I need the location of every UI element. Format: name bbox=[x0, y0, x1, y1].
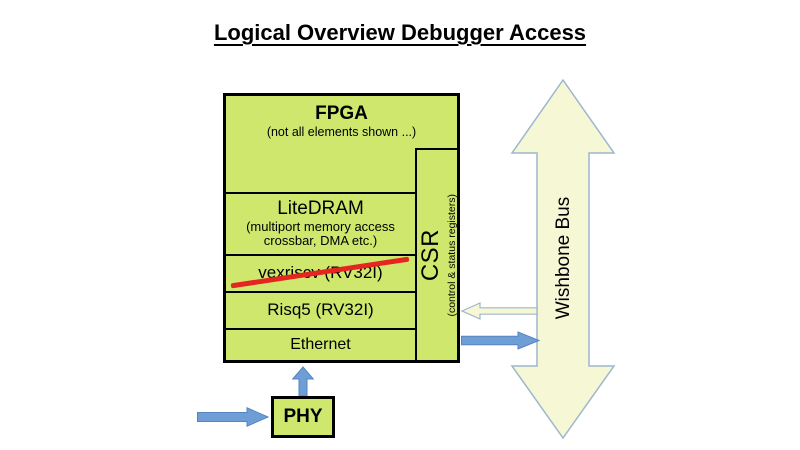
ethernet-label: Ethernet bbox=[290, 336, 351, 354]
litedram-label: LiteDRAM bbox=[277, 198, 364, 219]
wishbone-bus-arrow bbox=[510, 78, 616, 440]
wishbone-bus-label: Wishbone Bus bbox=[553, 196, 574, 320]
csr-label: CSR bbox=[416, 228, 444, 282]
slide-title: Logical Overview Debugger Access bbox=[213, 20, 587, 45]
fpga-header: FPGA (not all elements shown ...) bbox=[226, 103, 457, 139]
fpga-block: FPGA (not all elements shown ...) LiteDR… bbox=[223, 93, 460, 363]
litedram-sublabel: (multiport memory access crossbar, DMA e… bbox=[246, 218, 395, 249]
litedram-block: LiteDRAM (multiport memory access crossb… bbox=[226, 192, 415, 254]
csr-block: CSR (control & status registers) bbox=[415, 148, 458, 360]
risq5-label: Risq5 (RV32I) bbox=[267, 300, 374, 320]
csr-sublabel: (control & status registers) bbox=[445, 193, 458, 317]
csr-to-bus-arrow bbox=[461, 331, 540, 350]
ethernet-in-arrow bbox=[197, 407, 269, 427]
fpga-label: FPGA bbox=[315, 103, 368, 124]
ethernet-block: Ethernet bbox=[226, 328, 415, 360]
fpga-subtitle: (not all elements shown ...) bbox=[266, 124, 417, 139]
phy-to-ethernet-arrow bbox=[292, 366, 314, 396]
phy-label: PHY bbox=[283, 406, 323, 427]
phy-block: PHY bbox=[271, 396, 335, 438]
risq5-block: Risq5 (RV32I) bbox=[226, 291, 415, 328]
bus-to-csr-arrow bbox=[461, 302, 538, 320]
